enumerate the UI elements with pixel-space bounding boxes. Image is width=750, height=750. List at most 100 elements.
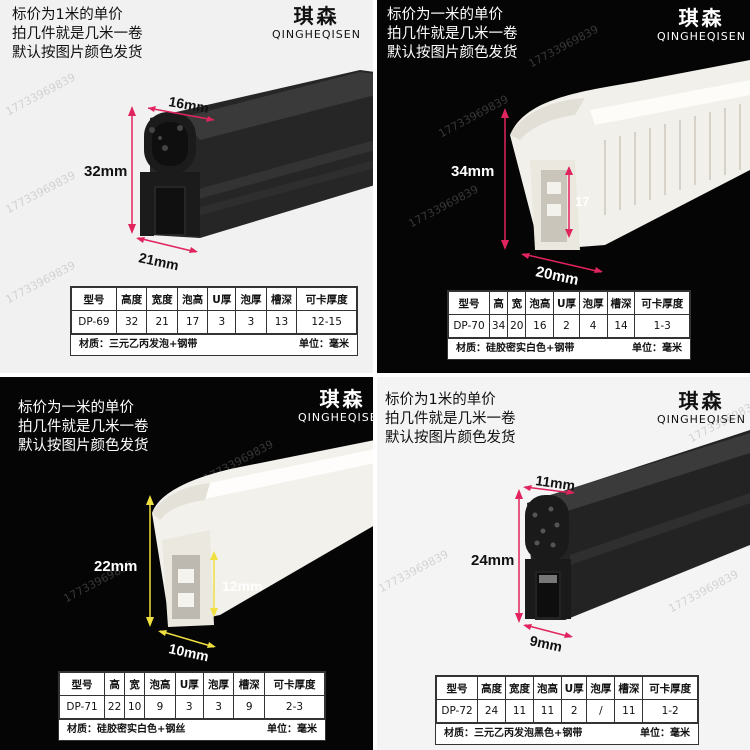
- panel-divider: [0, 373, 750, 377]
- dim-height: 32mm: [84, 163, 127, 180]
- spec-header: 槽深: [606, 291, 636, 315]
- brand-en: QINGHEQISEN: [272, 28, 361, 41]
- spec-footer: 材质：三元乙丙发泡黑色+钢带 单位：毫米: [436, 723, 698, 744]
- spec-cell: 22: [104, 695, 126, 719]
- spec-header: 泡厚: [578, 291, 608, 315]
- brand-cn: 琪森: [319, 387, 366, 411]
- spec-cell: 3: [202, 695, 235, 719]
- dim-height: 24mm: [471, 552, 514, 569]
- spec-cell: DP-72: [435, 699, 479, 723]
- spec-header: 可卡厚度: [642, 676, 698, 700]
- note-line-2: 拍几件就是几米一卷: [385, 411, 516, 427]
- material-label: 材质：: [79, 339, 109, 350]
- brand-cn: 琪森: [678, 389, 725, 413]
- spec-header: 槽深: [233, 672, 266, 696]
- dim-bottom: 21mm: [137, 249, 180, 273]
- panel-dp-70: 标价为一米的单价 拍几件就是几米一卷 默认按图片颜色发货 琪森 QINGHEQI…: [375, 0, 750, 375]
- spec-header: 型号: [71, 287, 117, 311]
- dim-inner: 12mm: [222, 578, 262, 594]
- note-line-3: 默认按图片颜色发货: [12, 45, 143, 61]
- spec-header: 宽: [507, 291, 527, 315]
- spec-cell: 3: [207, 310, 237, 334]
- spec-footer: 材质：硅胶密实白色+钢丝 单位：毫米: [59, 719, 325, 740]
- note-line-1: 标价为一米的单价: [387, 7, 503, 23]
- spec-cell: 3: [174, 695, 204, 719]
- spec-cell: 24: [477, 699, 507, 723]
- note-line-2: 拍几件就是几米一卷: [18, 419, 149, 435]
- spec-cell: 9: [233, 695, 266, 719]
- spec-header: 可卡厚度: [634, 291, 690, 315]
- spec-header: 型号: [435, 676, 479, 700]
- spec-table: 型号 高度 宽度 泡高 U厚 泡厚 槽深 可卡厚度 DP-69 32 21 17…: [70, 286, 358, 356]
- spec-cell: 2: [553, 314, 580, 338]
- note-line-3: 默认按图片颜色发货: [18, 438, 149, 454]
- spec-cell: DP-69: [71, 310, 117, 334]
- spec-table: 型号 高 宽 泡高 U厚 泡厚 槽深 可卡厚度 DP-70 34 20 16 2…: [447, 290, 691, 360]
- brand-logo: 琪森 QINGHEQISEN: [657, 389, 746, 427]
- seal-strip-image: 11mm 24mm 9mm: [471, 430, 750, 655]
- material-label: 材质：: [444, 728, 474, 739]
- spec-header: 泡厚: [202, 672, 235, 696]
- seal-strip-image: 16mm 32mm 21mm: [84, 70, 375, 273]
- spec-header: 宽度: [146, 287, 178, 311]
- note-line-3: 默认按图片颜色发货: [385, 430, 516, 446]
- spec-cell: 3: [235, 310, 267, 334]
- brand-en: QINGHEQISEN: [657, 30, 746, 43]
- spec-header: U厚: [553, 291, 580, 315]
- price-note: 标价为一米的单价 拍几件就是几米一卷 默认按图片颜色发货: [387, 6, 518, 63]
- spec-header: 宽度: [505, 676, 534, 700]
- note-line-2: 拍几件就是几米一卷: [387, 26, 518, 42]
- spec-header: 高: [488, 291, 509, 315]
- spec-header: U厚: [207, 287, 237, 311]
- brand-cn: 琪森: [293, 4, 340, 28]
- spec-cell: 11: [505, 699, 534, 723]
- spec-cell: 2-3: [264, 695, 325, 719]
- material-value: 硅胶密实白色+钢丝: [97, 724, 186, 735]
- price-note: 标价为一米的单价 拍几件就是几米一卷 默认按图片颜色发货: [18, 399, 149, 456]
- brand-cn: 琪森: [678, 6, 725, 30]
- spec-header: 可卡厚度: [296, 287, 357, 311]
- spec-header: 高: [104, 672, 126, 696]
- material-value: 三元乙丙发泡黑色+钢带: [474, 728, 583, 739]
- dim-bottom: 9mm: [528, 632, 563, 654]
- spec-header: 泡高: [176, 287, 209, 311]
- price-note: 标价为1米的单价 拍几件就是几米一卷 默认按图片颜色发货: [385, 391, 516, 448]
- dim-inner: 17: [575, 194, 589, 209]
- brand-logo: 琪森 QINGHEQISEN: [272, 4, 361, 42]
- spec-cell: /: [586, 699, 616, 723]
- spec-cell: DP-70: [448, 314, 490, 338]
- spec-header: 泡厚: [586, 676, 616, 700]
- spec-footer: 材质：三元乙丙发泡+钢带 单位：毫米: [71, 334, 357, 355]
- spec-cell: 21: [146, 310, 178, 334]
- note-line-2: 拍几件就是几米一卷: [12, 26, 143, 42]
- panel-dp-72: 标价为1米的单价 拍几件就是几米一卷 默认按图片颜色发货 琪森 QINGHEQI…: [375, 375, 750, 750]
- spec-cell: 13: [265, 310, 298, 334]
- spec-header: 槽深: [614, 676, 644, 700]
- seal-strip-image: 22mm 12mm 10mm: [94, 440, 375, 664]
- spec-table: 型号 高度 宽度 泡高 U厚 泡厚 槽深 可卡厚度 DP-72 24 11 11…: [435, 675, 699, 745]
- spec-header: U厚: [174, 672, 204, 696]
- spec-header: 型号: [58, 672, 106, 696]
- unit-label: 单位：毫米: [299, 339, 349, 350]
- spec-cell: DP-71: [58, 695, 106, 719]
- spec-cell: 12-15: [296, 310, 357, 334]
- spec-cell: 34: [488, 314, 509, 338]
- spec-header: U厚: [560, 676, 588, 700]
- spec-header: 泡高: [144, 672, 176, 696]
- brand-logo: 琪森 QINGHEQISEN: [298, 387, 375, 425]
- dim-top: 16mm: [167, 93, 210, 116]
- spec-header: 宽: [124, 672, 146, 696]
- dim-height: 34mm: [451, 163, 494, 180]
- unit-label: 单位：毫米: [267, 724, 317, 735]
- seal-strip-image: 34mm 17 20mm: [451, 60, 750, 289]
- note-line-1: 标价为一米的单价: [18, 400, 134, 416]
- panel-dp-69: 标价为1米的单价 拍几件就是几米一卷 默认按图片颜色发货 琪森 QINGHEQI…: [0, 0, 375, 375]
- spec-header: 可卡厚度: [264, 672, 325, 696]
- spec-cell: 1-2: [642, 699, 698, 723]
- spec-cell: 20: [507, 314, 527, 338]
- dim-bottom: 20mm: [534, 263, 580, 289]
- spec-header: 高度: [115, 287, 148, 311]
- note-line-1: 标价为1米的单价: [12, 7, 123, 23]
- dim-height: 22mm: [94, 558, 137, 575]
- spec-header: 泡高: [525, 291, 555, 315]
